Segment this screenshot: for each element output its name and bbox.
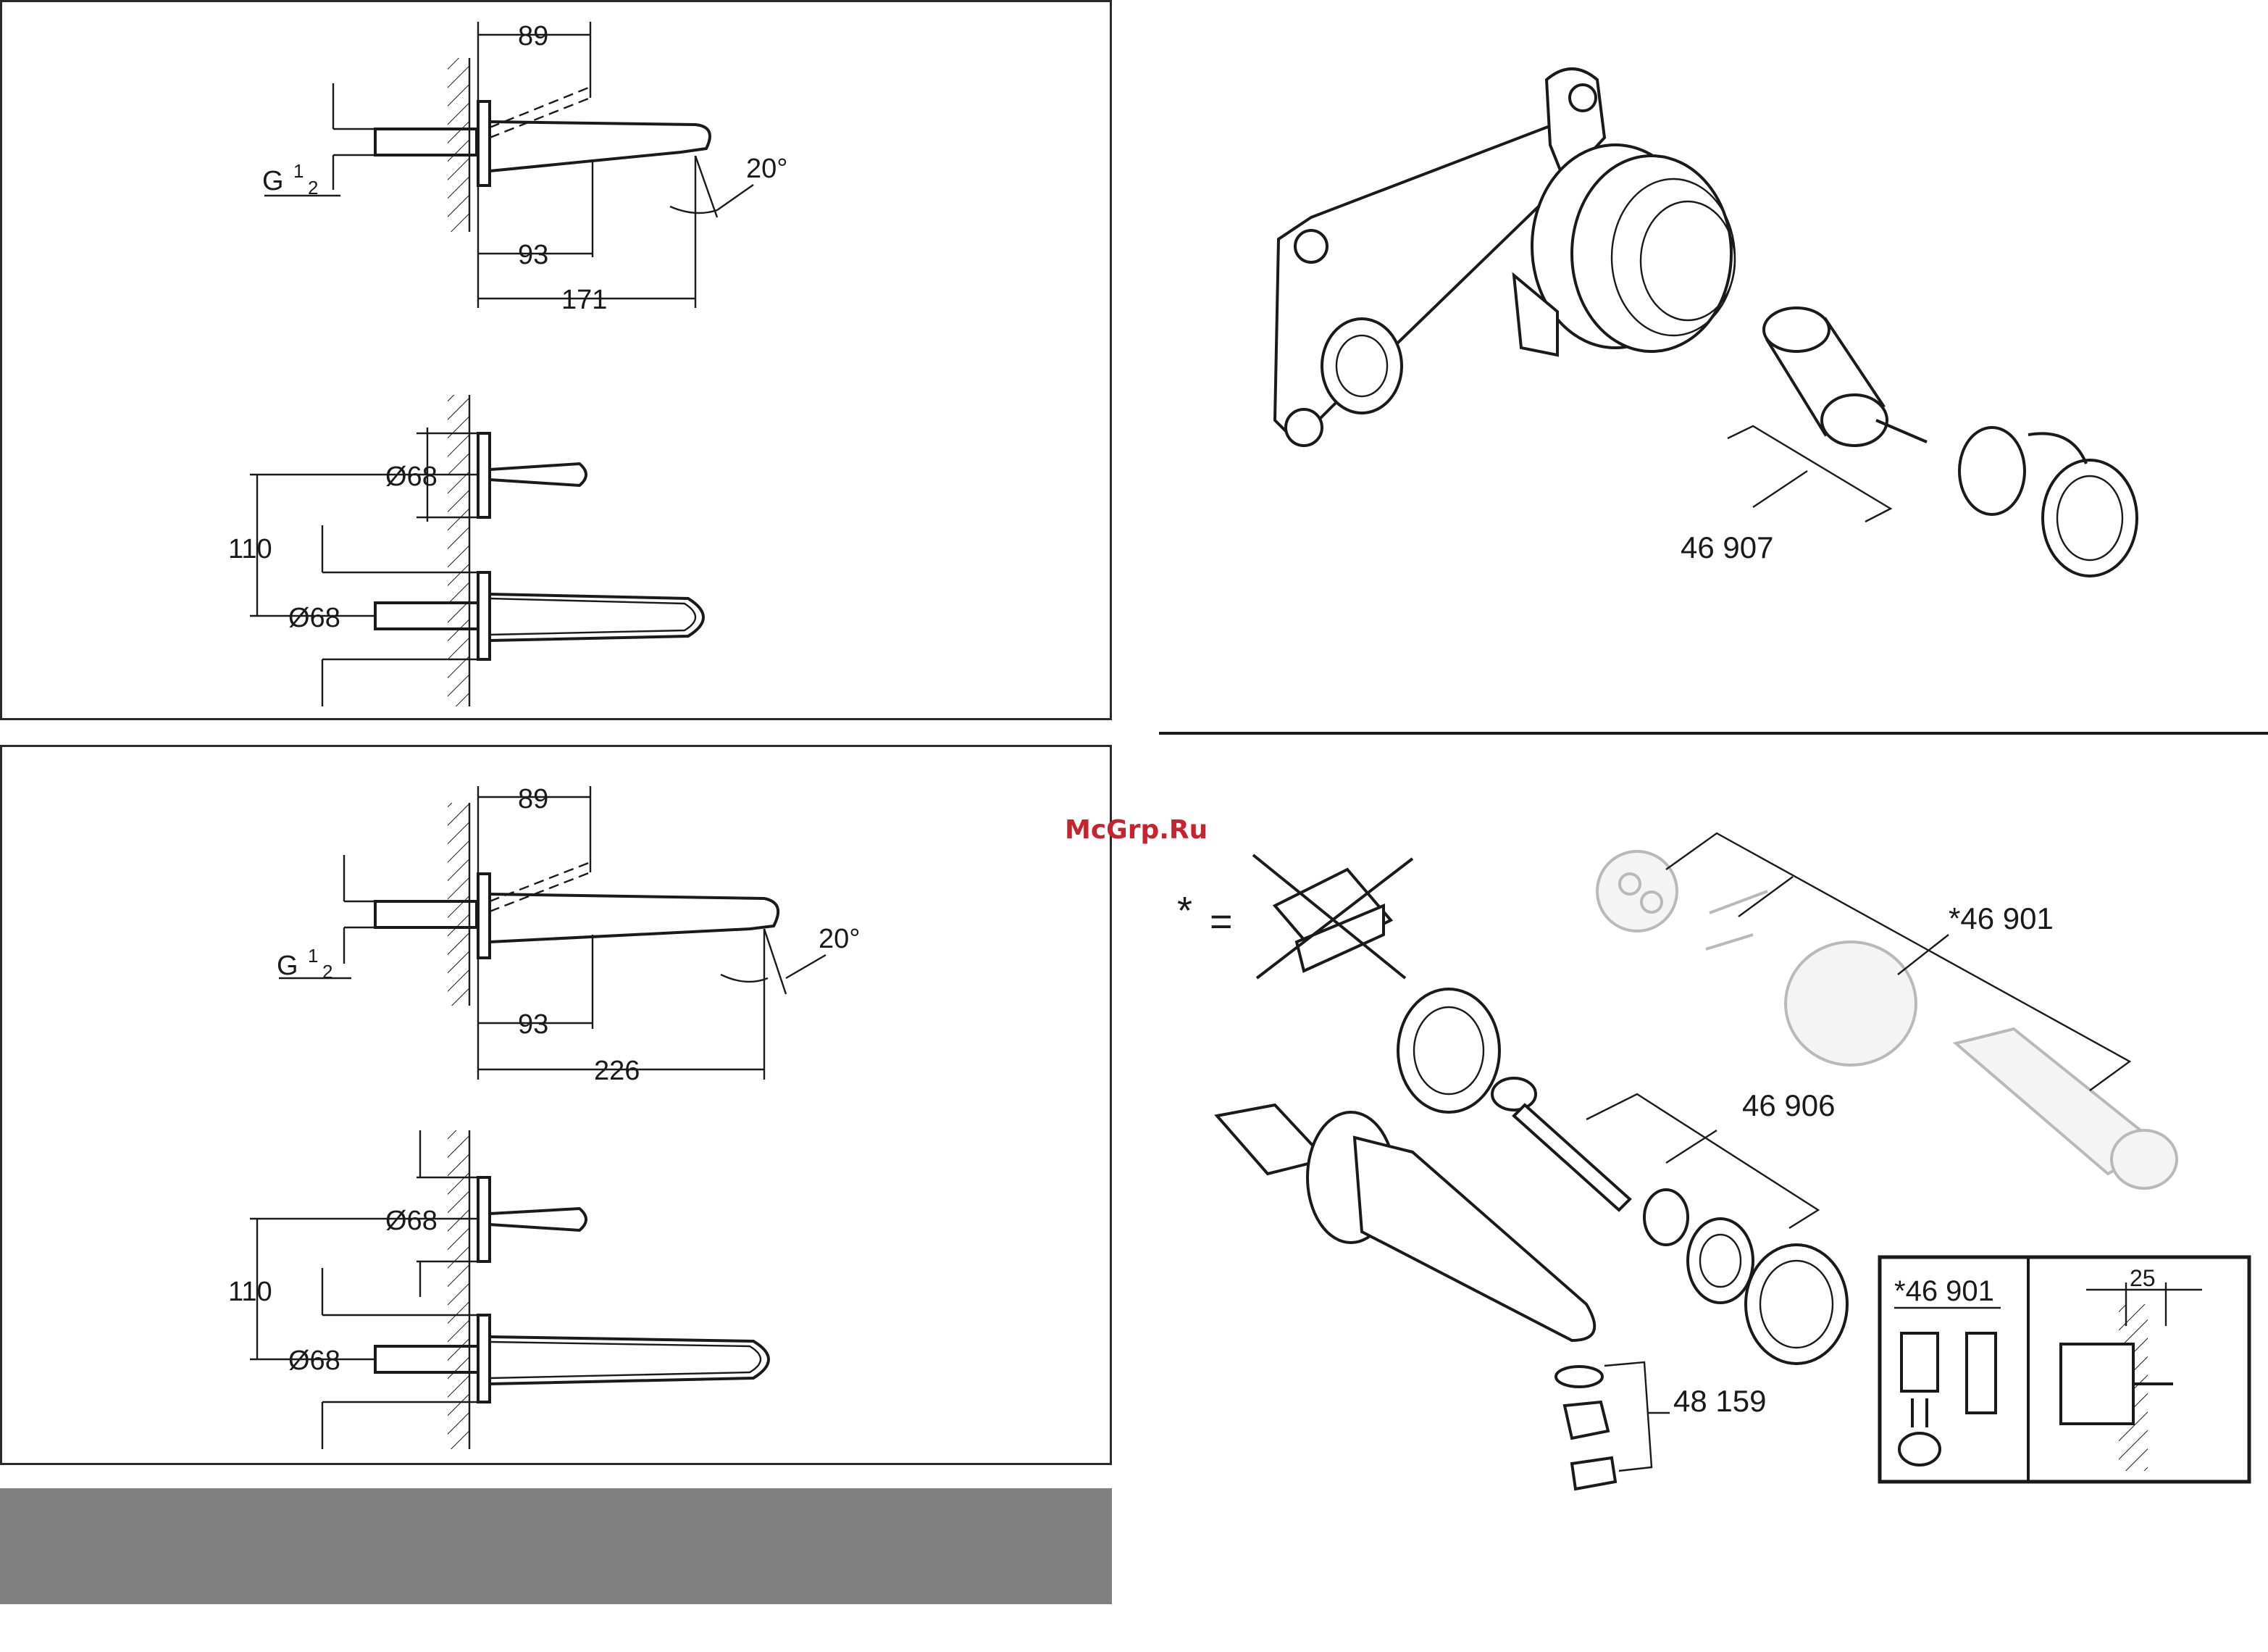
thread-g-label: G (262, 166, 284, 196)
equals-symbol: = (1210, 900, 1233, 943)
thread-fraction-num: 1 (293, 160, 304, 182)
thread-g-label-2: G (277, 951, 298, 981)
front-view-drawing-1: Ø68 110 Ø68 (228, 395, 703, 706)
part-number-46906: 46 906 (1742, 1088, 1835, 1122)
spacing-110-label: 110 (228, 534, 272, 564)
dim-171-label: 171 (561, 285, 607, 315)
dia-upper-label-2: Ø68 (385, 1206, 438, 1236)
dim-93-label: 93 (518, 240, 548, 270)
side-view-drawing-1: 89 93 171 20° G 1 2 (262, 21, 787, 315)
dim-89-label: 89 (518, 21, 548, 51)
inset-dim-25: 25 (2130, 1265, 2156, 1291)
dia-lower-label: Ø68 (288, 603, 340, 633)
asterisk-symbol: * (1177, 889, 1192, 933)
side-view-drawing-2: 89 93 226 20° G 1 2 (277, 784, 860, 1086)
angle-label-2: 20° (819, 924, 860, 954)
rough-in-body-illustration: 46 907 (1275, 69, 2137, 576)
dim-89-label-2: 89 (518, 784, 548, 814)
part-number-46907: 46 907 (1681, 530, 1773, 564)
front-view-drawing-2: Ø68 110 Ø68 (228, 1130, 769, 1449)
dia-lower-label-2: Ø68 (288, 1346, 340, 1376)
thread-fraction-den-2: 2 (322, 961, 332, 983)
dim-226-label: 226 (594, 1056, 640, 1086)
dim-93-label-2: 93 (518, 1009, 548, 1040)
spacing-110-label-2: 110 (228, 1277, 272, 1307)
dia-upper-label: Ø68 (385, 462, 438, 492)
angle-label: 20° (746, 154, 787, 184)
thread-fraction-num-2: 1 (308, 945, 318, 967)
thread-fraction-den: 2 (308, 177, 318, 199)
part-number-46901: *46 901 (1949, 901, 2054, 935)
part-number-48159: 48 159 (1673, 1384, 1766, 1418)
inset-detail-box: *46 901 25 (1880, 1257, 2249, 1482)
inset-part-label: *46 901 (1894, 1275, 1994, 1307)
watermark-text: McGrp.Ru (1065, 815, 1208, 845)
